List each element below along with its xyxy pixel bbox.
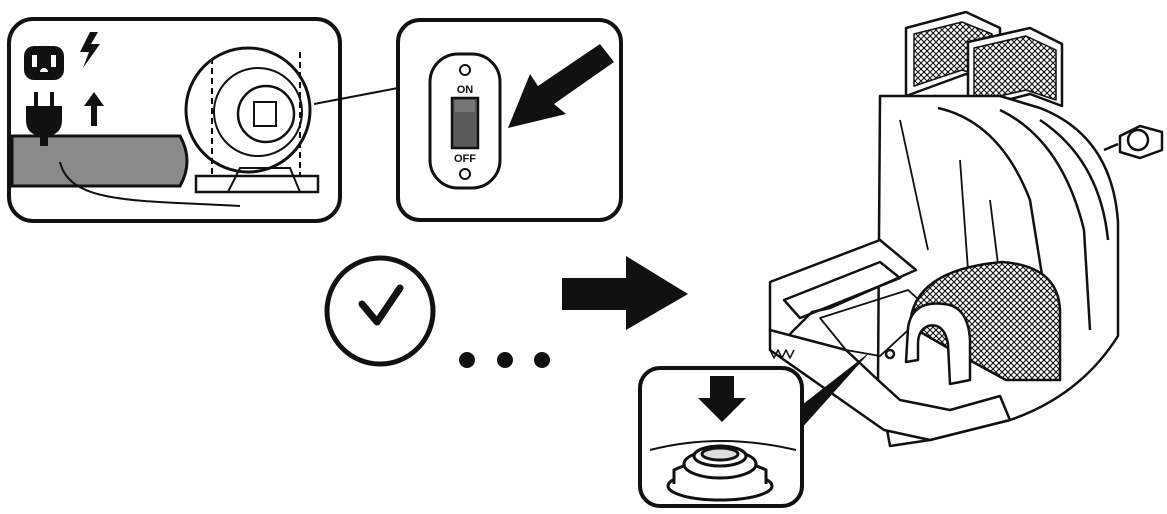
right-arrow-icon	[562, 256, 688, 330]
power-outlet-icon	[24, 46, 64, 80]
blower-panel	[7, 17, 342, 223]
up-arrow-icon	[84, 92, 104, 126]
ellipsis-icon	[459, 352, 550, 368]
plug-icon	[26, 92, 62, 146]
down-arrow-icon	[698, 376, 746, 422]
switch-panel: ON OFF	[396, 18, 623, 222]
inflated-bouncer	[768, 10, 1164, 448]
hose	[10, 134, 189, 188]
switch-on-label: ON	[457, 84, 474, 96]
air-valve	[666, 444, 774, 502]
valve-panel	[638, 366, 804, 508]
pointing-arrow-icon	[508, 44, 614, 128]
blower	[184, 46, 320, 194]
power-cord	[59, 161, 241, 207]
lightning-icon	[80, 32, 100, 68]
switch-off-label: OFF	[454, 153, 476, 165]
clock-icon	[324, 255, 436, 367]
